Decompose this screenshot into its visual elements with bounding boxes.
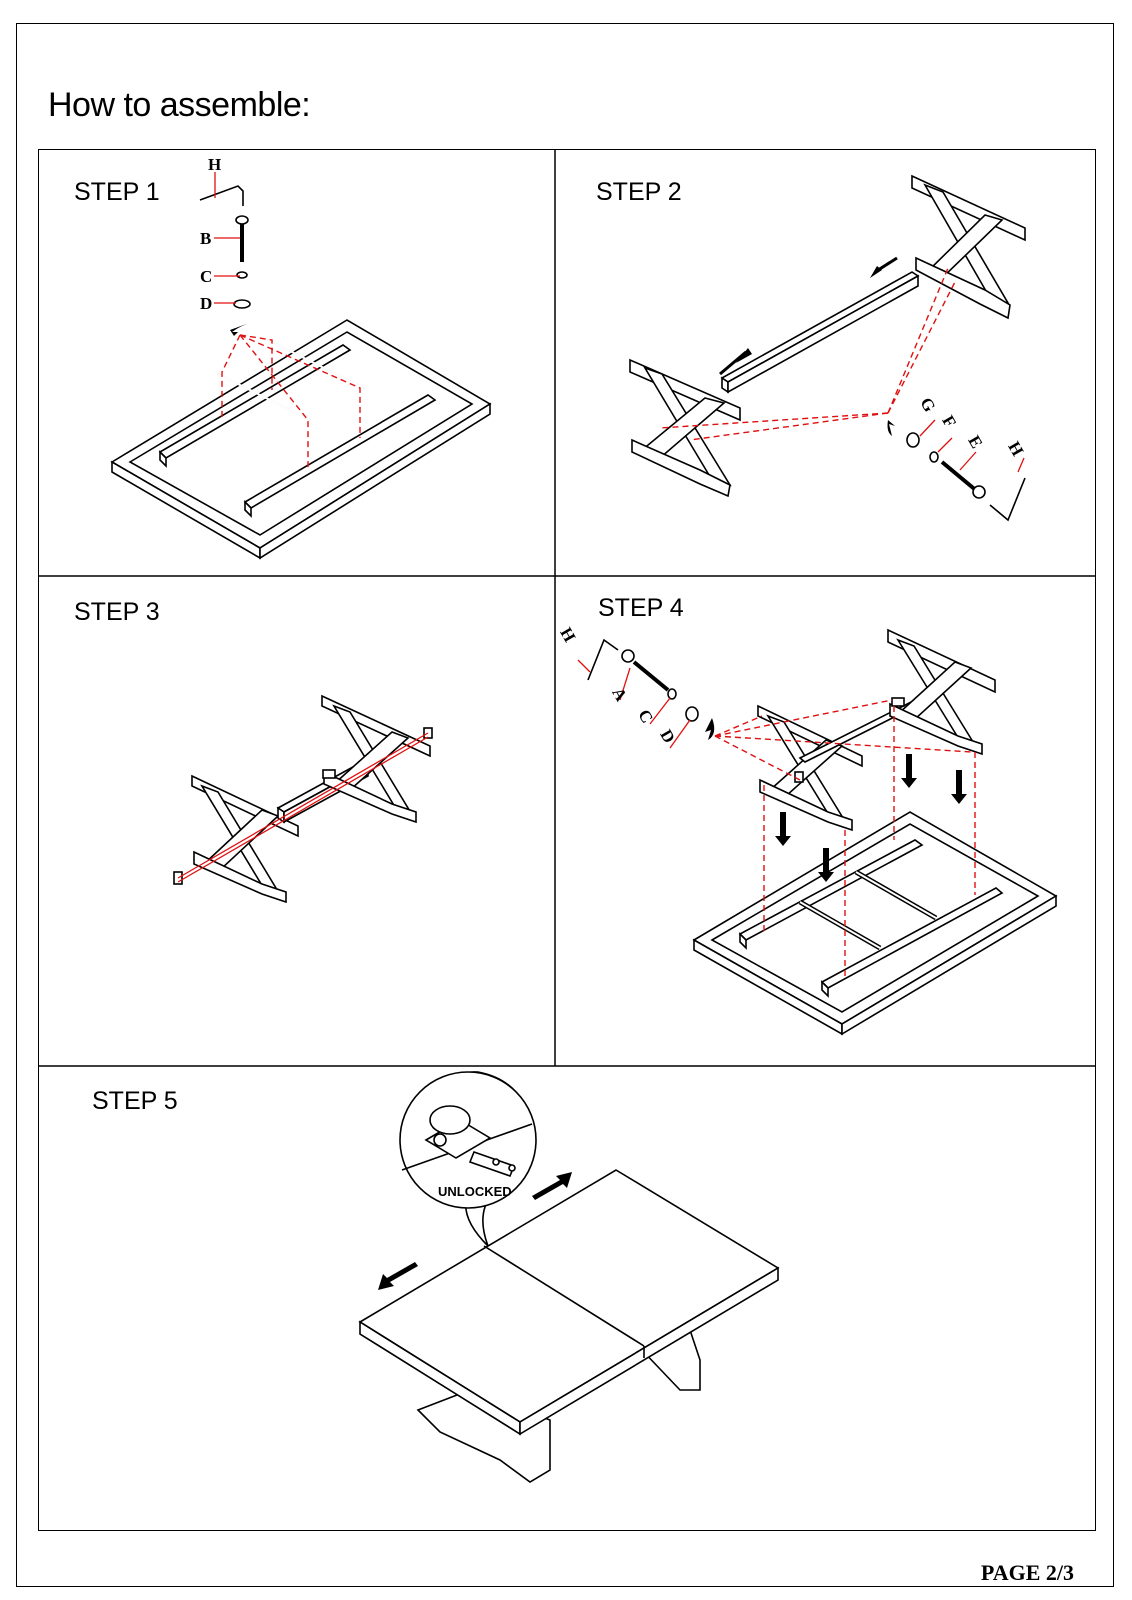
part-d-label: D	[200, 294, 212, 313]
unlocked-label: UNLOCKED	[438, 1184, 512, 1199]
step-3-label: STEP 3	[74, 598, 160, 626]
step-2-label: STEP 2	[596, 178, 682, 206]
page-frame	[16, 23, 1114, 1587]
part-b-label: B	[200, 229, 211, 248]
part-c-label: C	[200, 267, 212, 286]
steps-grid	[38, 149, 1096, 1531]
step-1-label: STEP 1	[74, 178, 160, 206]
page-title: How to assemble:	[48, 86, 311, 124]
page-number: PAGE 2/3	[980, 1560, 1074, 1585]
part-h-label: H	[208, 155, 221, 174]
step-4-label: STEP 4	[598, 594, 684, 622]
step-5-label: STEP 5	[92, 1087, 178, 1115]
